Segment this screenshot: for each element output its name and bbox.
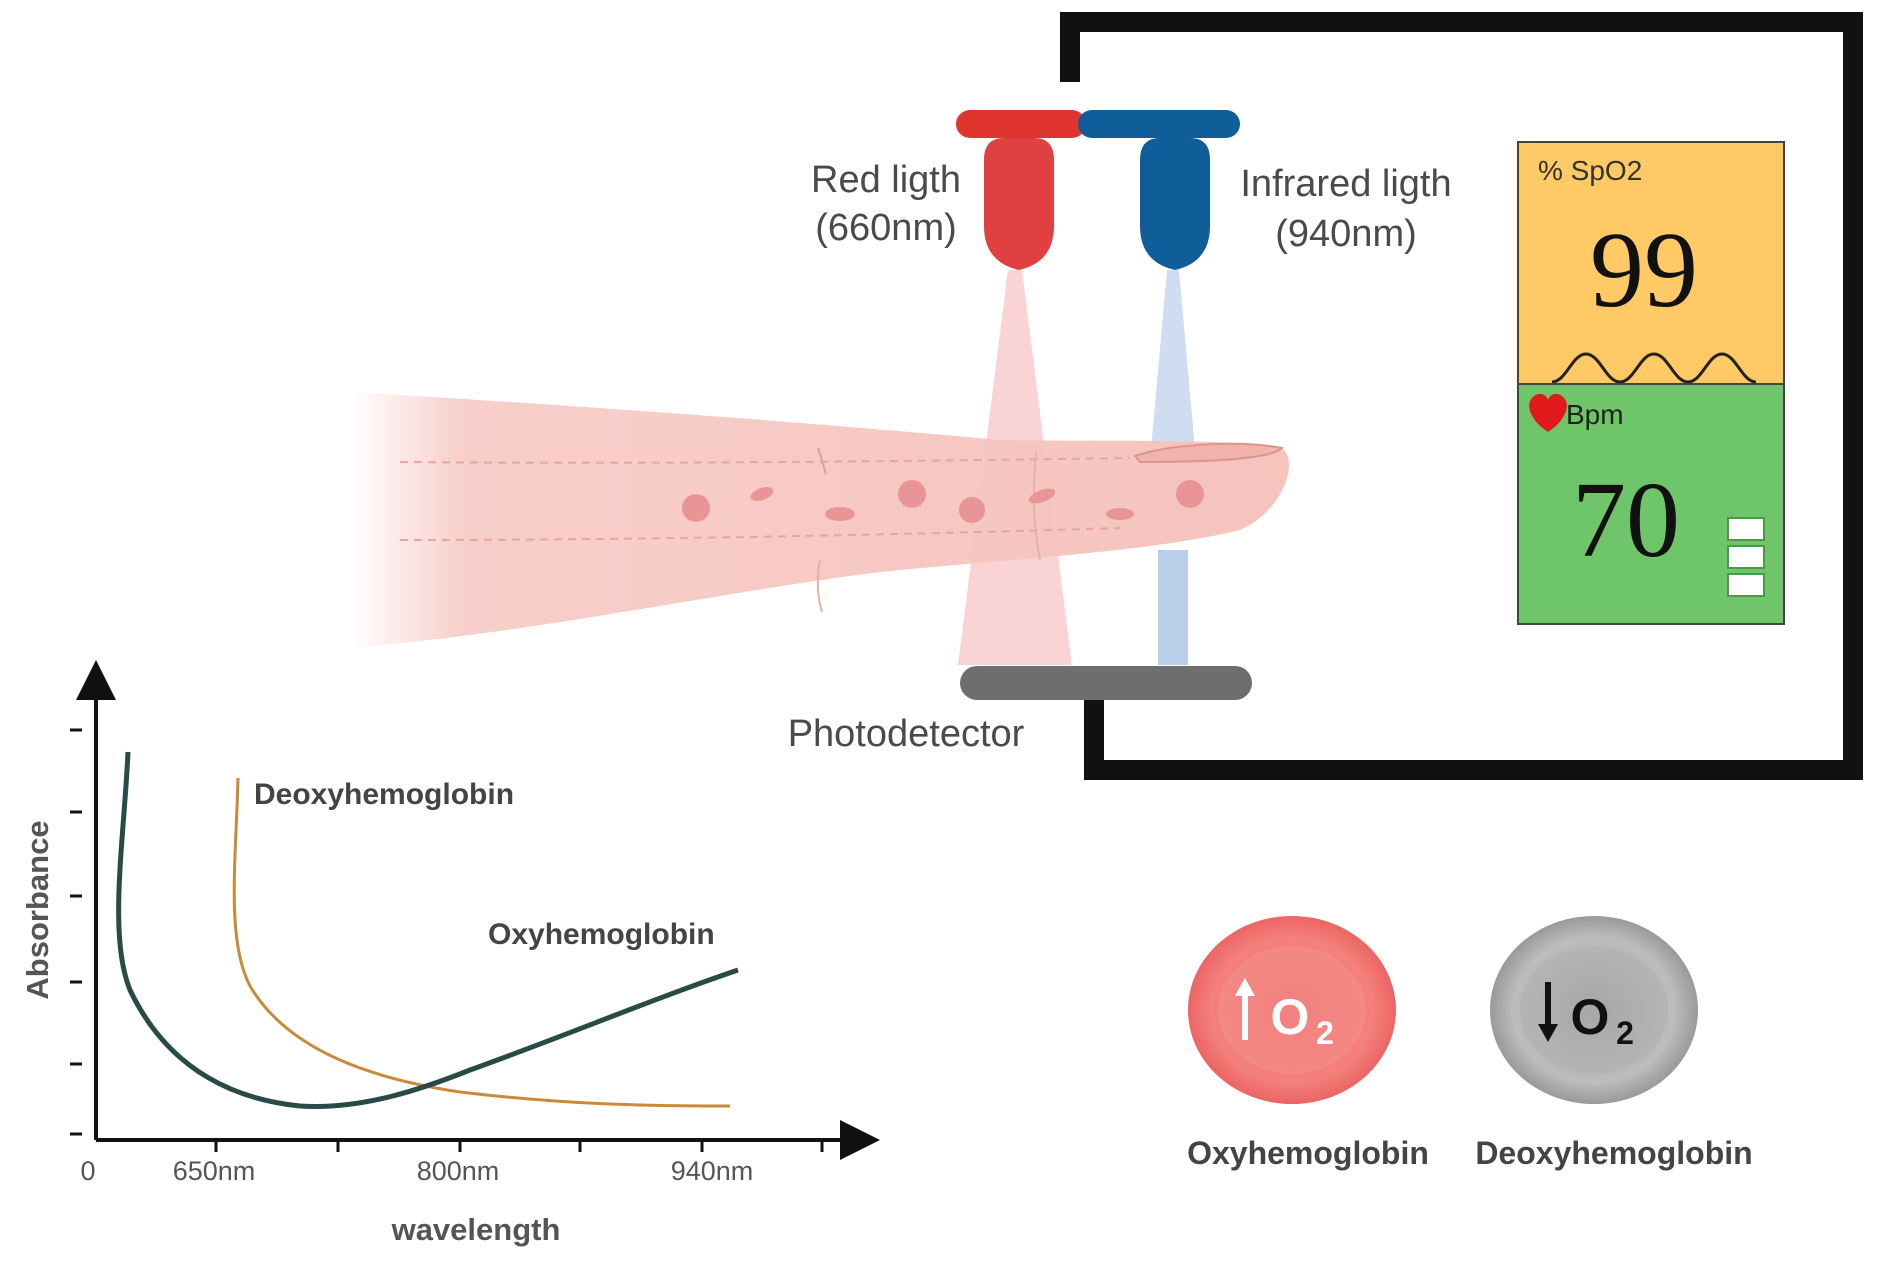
deoxy-o-symbol: O bbox=[1571, 989, 1610, 1045]
bpm-panel: Bpm 70 bbox=[1517, 383, 1785, 625]
x-tick-label: 0 bbox=[80, 1156, 95, 1186]
device-frame bbox=[1060, 12, 1863, 780]
infrared-light-beam bbox=[1150, 270, 1196, 460]
infrared-led bbox=[1140, 138, 1210, 270]
x-tick-label: 650nm bbox=[173, 1156, 256, 1186]
deoxy-subscript: 2 bbox=[1616, 1015, 1634, 1051]
oxy-subscript: 2 bbox=[1316, 1015, 1334, 1051]
photodetector-bar bbox=[960, 666, 1252, 700]
x-ticks bbox=[214, 1140, 824, 1152]
absorbance-chart: 0 650nm 800nm 940nm wavelength Absorbanc… bbox=[20, 660, 880, 1247]
blood-cell bbox=[750, 487, 774, 501]
emitter-bar-red bbox=[956, 110, 1086, 138]
y-ticks bbox=[70, 728, 82, 1136]
blood-cell bbox=[1028, 488, 1056, 504]
deoxyhemoglobin-cell: O 2 bbox=[1490, 916, 1698, 1104]
signal-strength-icon bbox=[1727, 517, 1765, 597]
arrow-up-icon bbox=[1235, 978, 1255, 1040]
oxyhemoglobin-curve bbox=[116, 751, 739, 1109]
x-axis-label: wavelength bbox=[391, 1212, 561, 1247]
deoxyhemoglobin-label: Deoxyhemoglobin bbox=[1475, 1135, 1752, 1171]
bpm-label: Bpm bbox=[1566, 399, 1624, 430]
deoxyhemoglobin-curve bbox=[232, 777, 731, 1108]
blood-cell bbox=[825, 507, 855, 521]
finger bbox=[350, 392, 1289, 648]
blood-cell bbox=[898, 480, 926, 508]
oxy-o-symbol: O bbox=[1271, 989, 1310, 1045]
infrared-transmitted-beam bbox=[1158, 550, 1188, 665]
fingernail bbox=[1133, 442, 1285, 464]
spo2-value: 99 bbox=[1590, 211, 1698, 330]
bpm-value: 70 bbox=[1572, 461, 1680, 580]
red-light-label: Red ligth bbox=[811, 159, 961, 201]
blood-cell bbox=[682, 494, 710, 522]
series-label-deoxyhemoglobin: Deoxyhemoglobin bbox=[254, 778, 514, 811]
x-tick-label: 940nm bbox=[671, 1156, 754, 1186]
infrared-light-label: Infrared ligth bbox=[1240, 163, 1451, 205]
red-light-wavelength: (660nm) bbox=[815, 207, 957, 249]
x-tick-label: 800nm bbox=[417, 1156, 500, 1186]
oxyhemoglobin-label: Oxyhemoglobin bbox=[1187, 1135, 1429, 1171]
blood-cell bbox=[959, 497, 985, 523]
arrow-down-icon bbox=[1538, 982, 1558, 1042]
blood-cell bbox=[1106, 508, 1134, 520]
spo2-panel: % SpO2 99 bbox=[1517, 141, 1785, 385]
heart-icon bbox=[1529, 393, 1567, 432]
pulse-waveform bbox=[1551, 352, 1757, 384]
oxyhemoglobin-cell: O 2 bbox=[1188, 916, 1396, 1104]
blood-cell bbox=[1176, 480, 1204, 508]
photodetector-label: Photodetector bbox=[788, 713, 1025, 755]
emitter-bar-blue bbox=[1078, 110, 1240, 138]
spo2-label: % SpO2 bbox=[1538, 155, 1642, 186]
infrared-light-wavelength: (940nm) bbox=[1275, 213, 1417, 255]
series-label-oxyhemoglobin: Oxyhemoglobin bbox=[488, 918, 715, 951]
y-axis-label: Absorbance bbox=[20, 820, 55, 999]
red-led bbox=[984, 138, 1054, 270]
